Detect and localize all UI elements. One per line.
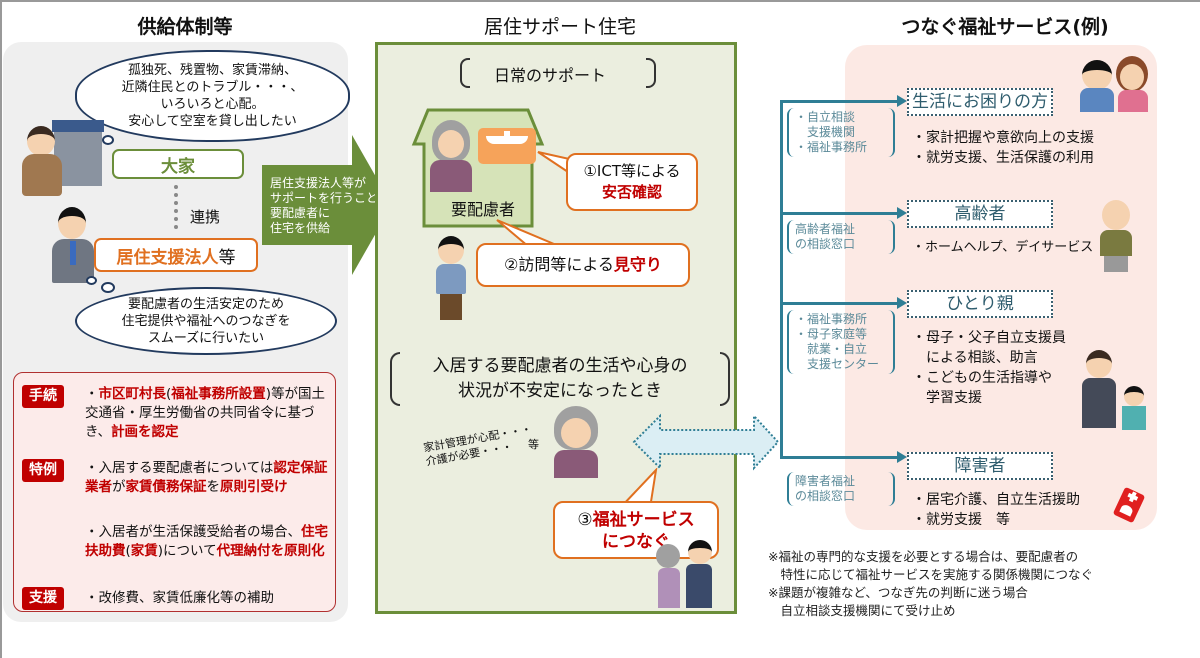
arrow-right-icon — [897, 207, 907, 219]
highlighted-text: 家賃 — [130, 543, 158, 559]
face-icon — [438, 236, 464, 264]
worried-resident-illustration — [552, 406, 600, 478]
legal-rules-box: 手続 ・市区町村長(福祉事務所設置)等が国土交通省・厚生労働省の共同省令に基づき… — [13, 372, 336, 612]
service-org-living: ・自立相談 支援機関 ・福祉事務所 — [787, 108, 895, 157]
landlord-cloud: 孤独死、残置物、家賃滞納、 近隣住民とのトラブル・・・、 いろいろと心配。 安心… — [75, 50, 350, 142]
highlighted-text: 計画を認定 — [111, 424, 179, 440]
troubled-people-illustration — [1080, 56, 1150, 112]
center-title: 居住サポート住宅 — [483, 16, 636, 38]
service-items-disability: ・居宅介護、自立生活援助 ・就労支援 等 — [912, 492, 1080, 528]
rule-text-segment: ・入居する要配慮者については — [85, 460, 274, 476]
connector-line — [780, 302, 898, 305]
highlighted-text: 代理納付を原則化 — [216, 543, 325, 559]
rule-text: ・入居する要配慮者については認定保証業者が家賃債務保証を原則引受け — [85, 459, 330, 497]
consultation-illustration — [656, 540, 720, 610]
face-icon — [27, 126, 55, 156]
visit-watch-bubble: ②訪問等による見守り — [476, 243, 690, 287]
service-title-living: 生活にお困りの方 — [907, 88, 1053, 116]
arrow-text: 居住支援法人等が サポートを行うことで 要配慮者に 住宅を供給 — [270, 176, 390, 235]
service-items-living: ・家計把握や意欲向上の支援 ・就労支援、生活保護の利用 — [912, 130, 1094, 166]
thought-dot — [102, 135, 114, 145]
unstable-heading: 入居する要配慮者の生活や心身の 状況が不安定になったとき — [390, 352, 730, 408]
face-icon — [561, 418, 591, 448]
footnotes: ※福祉の専門的な支援を必要とする場合は、要配慮者の 特性に応じて福祉サービスを実… — [768, 549, 1094, 618]
landlord-label: 大家 — [112, 149, 244, 179]
rule-text-segment: ・ — [85, 386, 99, 402]
link-dotted-line — [174, 185, 178, 229]
rule-procedure: 手続 ・市区町村長(福祉事務所設置)等が国土交通省・厚生労働省の共同省令に基づき… — [22, 385, 325, 440]
face-icon — [58, 207, 86, 239]
highlighted-text: 市区町村長 — [98, 386, 167, 402]
connector-line — [780, 212, 898, 215]
elderly-man-illustration — [1098, 200, 1134, 272]
resident-illustration — [430, 120, 472, 192]
service-org-elderly: 高齢者福祉 の相談窓口 — [787, 220, 895, 254]
rule-text: ・市区町村長(福祉事務所設置)等が国土交通省・厚生労働省の共同省令に基づき、計画… — [85, 385, 330, 442]
rule-support: 支援 ・改修費、家賃低廉化等の補助 — [22, 587, 274, 610]
support-corp-label: 居住支援法人等 — [94, 238, 258, 272]
thought-dot — [101, 282, 115, 293]
cloud-line: 安心して空室を貸し出したい — [128, 114, 297, 129]
right-title: つなぐ福祉サービス(例) — [901, 16, 1109, 38]
resident-label: 要配慮者 — [450, 200, 515, 219]
connector-vertical-line — [780, 100, 783, 458]
cloud-line: 孤独死、残置物、家賃滞納、 — [127, 63, 297, 78]
rule-tag: 支援 — [22, 587, 64, 610]
left-title: 供給体制等 — [137, 16, 233, 38]
service-items-single-parent: ・母子・父子自立支援員 による相談、助言 ・こどもの生活指導や 学習支援 — [912, 330, 1066, 406]
supply-arrow — [262, 135, 392, 275]
service-items-elderly: ・ホームヘルプ、デイサービス — [912, 240, 1094, 255]
rule-text: ・改修費、家賃低廉化等の補助 — [85, 589, 330, 608]
connector-line — [780, 456, 898, 459]
rule-tag: 手続 — [22, 385, 64, 408]
worry-etc: 等 — [528, 438, 539, 451]
rule-text: ・入居者が生活保護受給者の場合、住宅扶助費(家賃)について代理納付を原則化 — [85, 523, 330, 561]
highlighted-text: 住宅扶助費 — [85, 524, 328, 559]
parent-child-illustration — [1080, 350, 1150, 442]
highlighted-text: 認定保証業者 — [85, 460, 328, 495]
visitor-illustration — [432, 236, 472, 320]
link-label: 連携 — [190, 208, 221, 226]
service-title-elderly: 高齢者 — [907, 200, 1053, 228]
arrow-shape — [262, 135, 392, 275]
cloud-line: いろいろと心配。 — [160, 97, 265, 112]
cloud-line: 近隣住民とのトラブル・・・、 — [121, 80, 304, 95]
support-staff-illustration — [50, 205, 98, 285]
face-icon — [438, 130, 464, 158]
thought-dot — [86, 276, 97, 285]
rule-text-segment: ( — [125, 543, 131, 559]
sensor-light-icon — [478, 128, 536, 164]
highlighted-text: 家賃債務保証 — [125, 479, 207, 495]
highlighted-text: 原則引受け — [220, 479, 288, 495]
rule-text-segment: )について — [157, 543, 217, 559]
rule-text-segment: が — [112, 479, 126, 495]
daily-support-heading: 日常のサポート — [460, 58, 656, 90]
arrow-right-icon — [897, 297, 907, 309]
rule-text-segment: ( — [166, 386, 172, 402]
rule-text-segment: ・改修費、家賃低廉化等の補助 — [85, 590, 274, 606]
connector-line — [780, 100, 898, 103]
rule-text-segment: ・入居者が生活保護受給者の場合、 — [85, 524, 301, 540]
building-icon — [54, 126, 102, 186]
service-title-single-parent: ひとり親 — [907, 290, 1053, 318]
rule-text-segment: 等が国土交通省・厚生労働省の共同省令に基づき、 — [85, 386, 326, 440]
highlighted-text: 福祉事務所設置 — [171, 386, 266, 402]
arrow-right-icon — [897, 95, 907, 107]
ict-check-bubble: ①ICT等による 安否確認 — [566, 153, 698, 211]
service-org-disability: 障害者福祉 の相談窓口 — [787, 472, 895, 506]
service-title-disability: 障害者 — [907, 452, 1053, 480]
rule-text-segment: を — [206, 479, 221, 495]
services-panel — [845, 45, 1157, 530]
service-org-single-parent: ・福祉事務所 ・母子家庭等 就業・自立 支援センター — [787, 310, 895, 374]
connection-double-arrow — [632, 413, 780, 471]
rule-exception: 特例 ・入居する要配慮者については認定保証業者が家賃債務保証を原則引受け ・入居… — [22, 459, 328, 559]
rule-tag: 特例 — [22, 459, 64, 482]
landlord-illustration — [22, 118, 104, 198]
rule-text-segment: ) — [265, 386, 272, 402]
arrow-right-icon — [897, 451, 907, 463]
support-corp-cloud: 要配慮者の生活安定のため 住宅提供や福祉へのつなぎを スムーズに行いたい — [75, 287, 337, 355]
